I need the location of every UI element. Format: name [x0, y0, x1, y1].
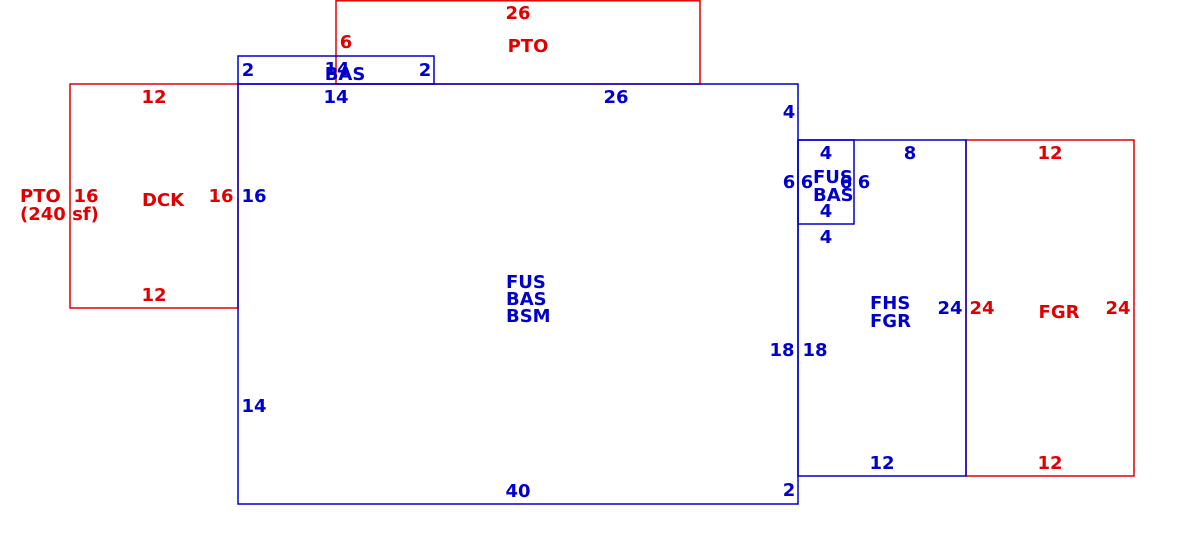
- fus-small-right-inner-dim: 6: [840, 172, 853, 193]
- bas-small-left-dim: 2: [242, 60, 255, 81]
- main-label-bas: BAS: [506, 289, 547, 310]
- fgr-top-dim: 12: [1037, 143, 1062, 164]
- pto-left-area: (240 sf): [20, 204, 99, 225]
- pto-top-top-dim: 26: [505, 3, 530, 24]
- fus-small-bottom-dim: 4: [820, 227, 833, 248]
- fhs-top-dim: 8: [904, 143, 917, 164]
- fhs-left-dim: 18: [802, 340, 827, 361]
- fus-small-top-dim: 4: [820, 143, 833, 164]
- fgr-bottom-dim: 12: [1037, 453, 1062, 474]
- fhs-outline: [797, 139, 967, 477]
- fgr-right-dim: 24: [1105, 298, 1130, 319]
- dck-left-dim: 16: [73, 186, 98, 207]
- fhs-label-fgr: FGR: [870, 311, 911, 332]
- pto-top-label: PTO: [508, 36, 549, 57]
- fhs-label-fhs: FHS: [870, 293, 910, 314]
- fus-small-label-bas: BAS: [813, 185, 854, 206]
- pto-left-label: PTO: [20, 186, 61, 207]
- main-label-fus: FUS: [506, 272, 546, 293]
- fus-small-label-fus: FUS: [813, 167, 853, 188]
- dck-label: DCK: [142, 190, 185, 211]
- main-right-top-dim: 4: [783, 102, 796, 123]
- bas-small-top-dim: 14: [324, 59, 349, 80]
- dck-bottom-dim: 12: [141, 285, 166, 306]
- dck-right-dim: 16: [208, 186, 233, 207]
- main-top-left-dim: 14: [323, 87, 348, 108]
- main-right-bottom-dim: 2: [783, 480, 796, 501]
- fgr-left-dim: 24: [969, 298, 994, 319]
- main-left-upper-dim: 16: [241, 186, 266, 207]
- main-label-bsm: BSM: [506, 306, 551, 327]
- bas-small-label: BAS: [325, 64, 366, 85]
- fus-small-bottom-inner-dim: 4: [820, 201, 833, 222]
- bas-small-right-dim: 2: [419, 60, 432, 81]
- main-bottom-dim: 40: [505, 481, 530, 502]
- fus-small-left-dim: 6: [783, 172, 796, 193]
- fus-small-left-inner-dim: 6: [801, 172, 814, 193]
- main-right-mid-dim: 18: [769, 340, 794, 361]
- fus-small-right-dim: 6: [858, 172, 871, 193]
- dck-top-dim: 12: [141, 87, 166, 108]
- main-top-right-dim: 26: [603, 87, 628, 108]
- fhs-right-dim: 24: [937, 298, 962, 319]
- fgr-label: FGR: [1039, 302, 1080, 323]
- fhs-bottom-dim: 12: [869, 453, 894, 474]
- main-left-lower-dim: 14: [241, 396, 266, 417]
- pto-top-left-dim: 6: [340, 32, 353, 53]
